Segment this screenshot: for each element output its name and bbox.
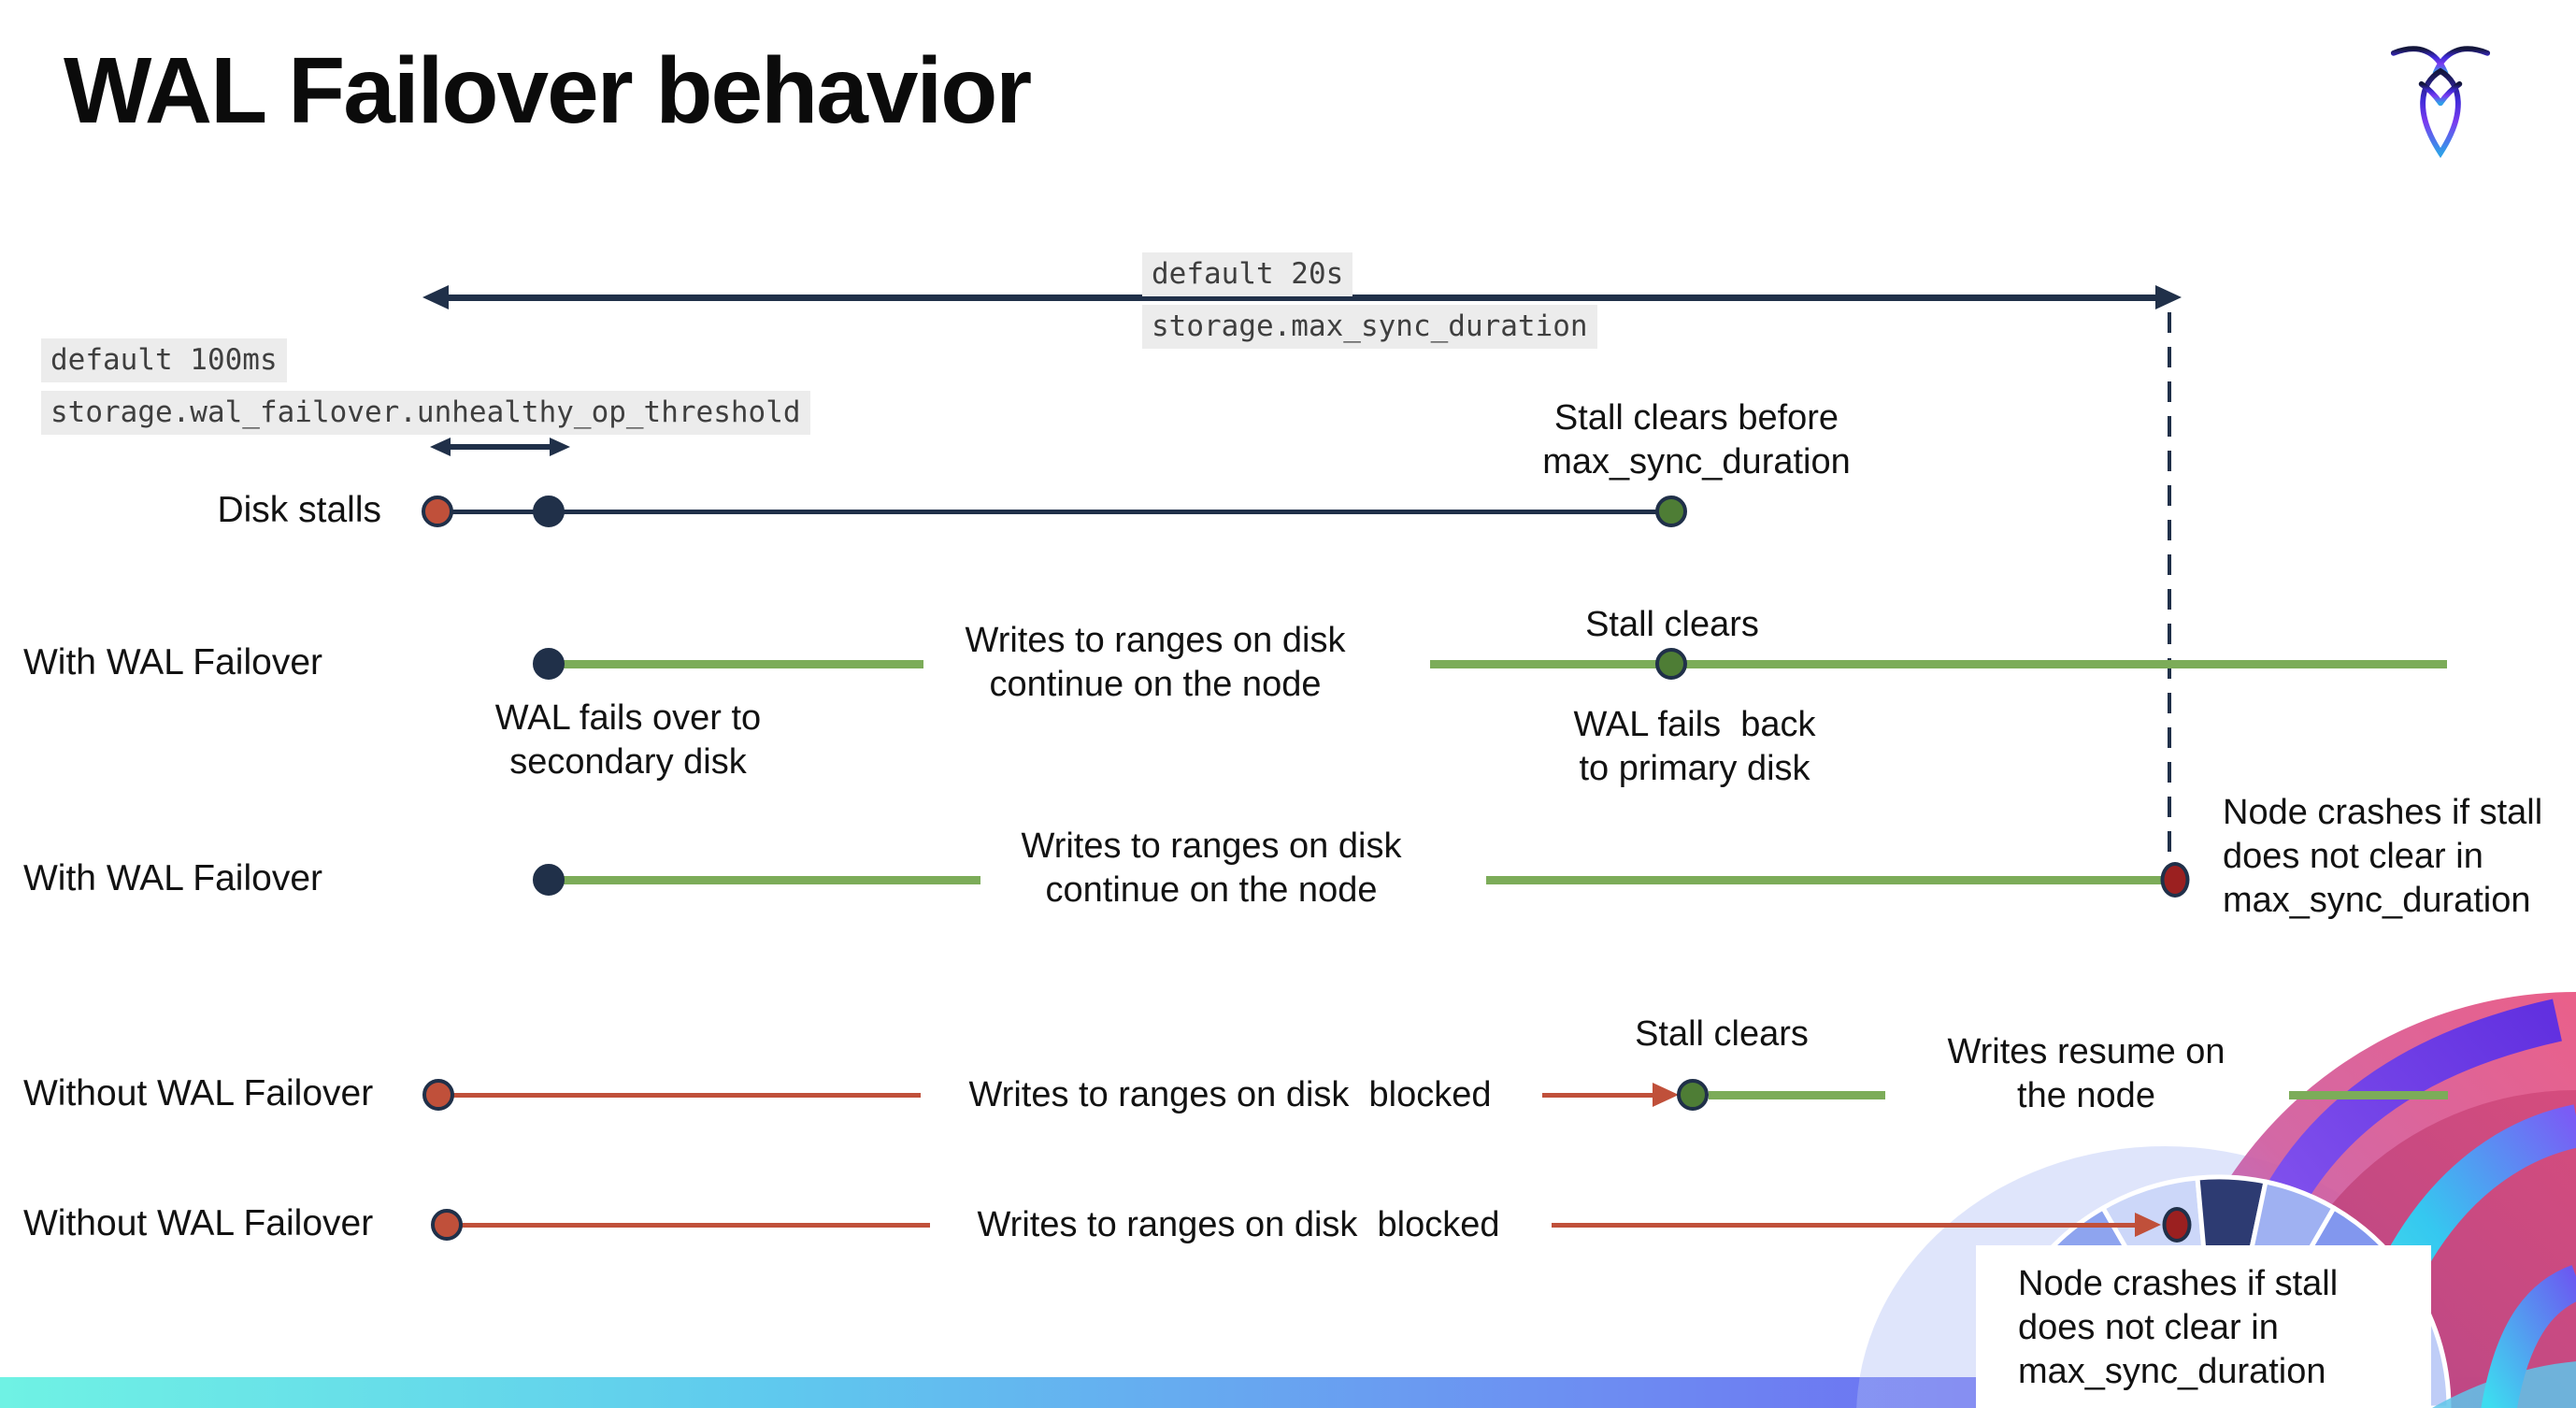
writes-blocked-note: Writes to ranges on disk blocked (968, 1075, 1492, 1114)
row-disk-stalls-label: Disk stalls (217, 490, 381, 530)
max-sync-setting-label: storage.max_sync_duration (1142, 305, 1597, 349)
arrowhead-left-icon (430, 438, 451, 456)
max-sync-deadline-dashed-line (2168, 312, 2171, 862)
node-crash-dot (2160, 862, 2190, 898)
writes-blocked-line (1552, 1223, 2137, 1228)
wal-fails-over-note: WAL fails over to secondary disk (494, 698, 762, 783)
writes-blocked-line (1542, 1093, 1656, 1098)
writes-blocked-line (438, 1093, 921, 1098)
writes-continue-line (549, 876, 980, 884)
writes-resume-line (2289, 1091, 2448, 1099)
writes-resume-line (1709, 1091, 1885, 1099)
disk-stall-start-dot (431, 1209, 463, 1241)
stall-clears-dot (1655, 496, 1687, 527)
stall-clears-note: Stall clears (1585, 605, 1759, 644)
stall-clears-before-note: Stall clears before max_sync_duration (1542, 398, 1851, 482)
failover-threshold-dot (533, 496, 565, 527)
writes-continue-line (1486, 876, 2175, 884)
arrowhead-right-icon (550, 438, 570, 456)
stall-clears-dot (1655, 648, 1687, 680)
row-without-wal-failover-label: Without WAL Failover (23, 1073, 374, 1113)
node-crashes-note: Node crashes if stall does not clear in … (2018, 1264, 2339, 1392)
row-with-wal-failover-label: With WAL Failover (23, 642, 322, 682)
writes-continue-line (1430, 660, 2447, 668)
writes-continue-note: Writes to ranges on disk continue on the… (1021, 826, 1402, 911)
row-without-wal-failover-label: Without WAL Failover (23, 1203, 374, 1243)
row-with-wal-failover-label: With WAL Failover (23, 858, 322, 898)
arrowhead-right-icon (1653, 1083, 1679, 1107)
disk-stalls-timeline (437, 510, 1671, 514)
wal-failover-dot (533, 648, 565, 680)
node-crash-dot (2162, 1207, 2192, 1243)
max-sync-default-label: default 20s (1142, 252, 1353, 296)
arrowhead-right-icon (2155, 285, 2182, 309)
max-sync-arrow-line (443, 295, 2161, 301)
stall-clears-note: Stall clears (1635, 1014, 1809, 1054)
writes-continue-note: Writes to ranges on disk continue on the… (965, 621, 1346, 705)
wal-fails-back-note: WAL fails back to primary disk (1573, 705, 1816, 789)
unhealthy-op-setting-label: storage.wal_failover.unhealthy_op_thresh… (41, 391, 810, 435)
disk-stall-start-dot (422, 1079, 454, 1111)
writes-continue-line (549, 660, 923, 668)
wal-failover-dot (533, 864, 565, 896)
stall-clears-dot (1677, 1079, 1709, 1111)
arrowhead-right-icon (2135, 1213, 2161, 1237)
disk-stall-start-dot (422, 496, 453, 527)
writes-blocked-note: Writes to ranges on disk blocked (977, 1205, 1500, 1244)
unhealthy-op-arrow-line (447, 444, 551, 450)
node-crashes-note: Node crashes if stall does not clear in … (2223, 793, 2543, 921)
writes-resume-note: Writes resume on the node (1947, 1032, 2225, 1116)
unhealthy-op-default-label: default 100ms (41, 338, 287, 382)
page-title: WAL Failover behavior (64, 38, 1032, 143)
crash-note-box: Node crashes if stall does not clear in … (1976, 1245, 2431, 1408)
cockroachdb-logo-icon (2390, 46, 2491, 158)
writes-blocked-line (447, 1223, 930, 1228)
